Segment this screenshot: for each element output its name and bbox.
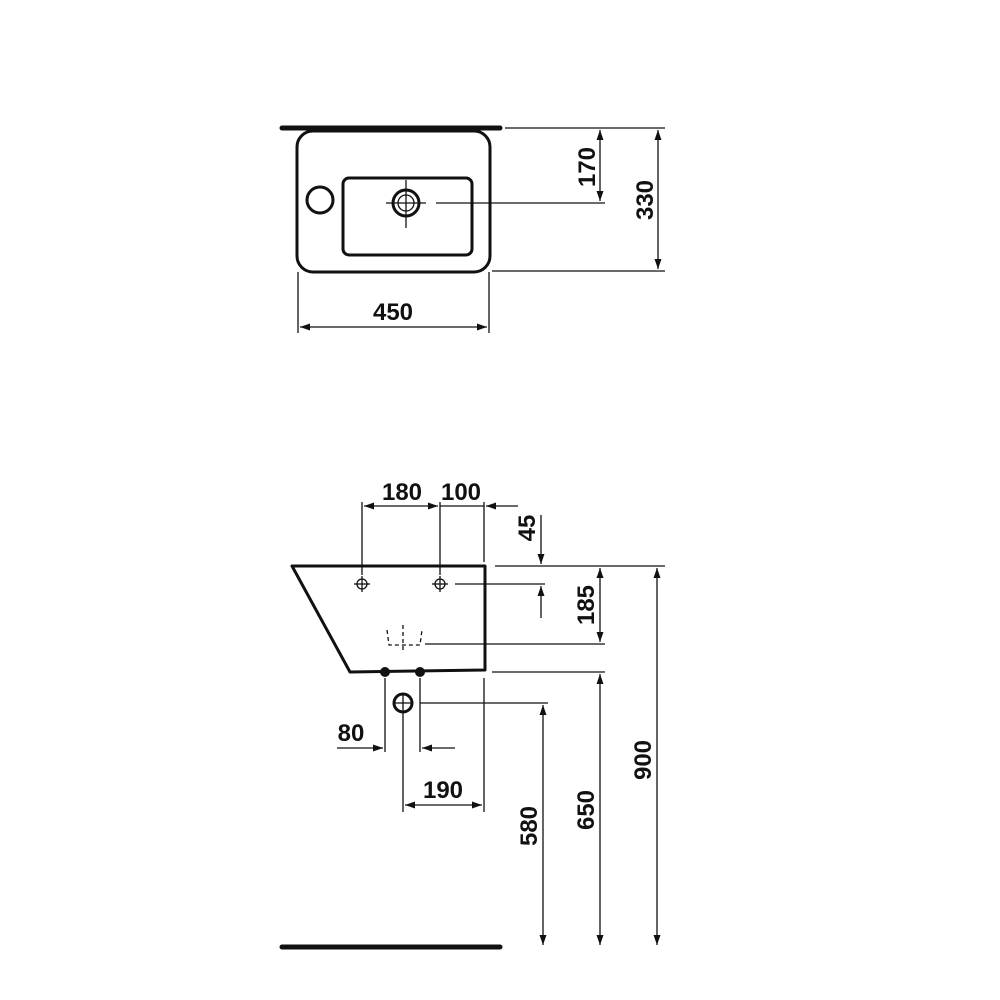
label-580: 580 <box>516 806 543 846</box>
label-450: 450 <box>373 299 413 326</box>
top-view: 170 330 450 <box>279 125 665 333</box>
label-650: 650 <box>573 790 600 830</box>
fixing-hole-right <box>432 576 448 592</box>
label-185: 185 <box>573 585 600 625</box>
side-view: 180 100 45 185 900 650 580 80 190 <box>279 479 665 950</box>
label-45: 45 <box>514 515 541 542</box>
basin-side-outline <box>290 564 487 674</box>
supply-left <box>380 667 390 677</box>
tap-hole <box>305 185 335 215</box>
bowl-outline <box>341 176 474 257</box>
supply-right <box>415 667 425 677</box>
label-80: 80 <box>338 720 365 747</box>
label-330: 330 <box>632 180 659 220</box>
label-180: 180 <box>382 479 422 506</box>
trap-outline <box>386 629 423 646</box>
label-900: 900 <box>630 740 657 780</box>
basin-outline <box>295 129 492 274</box>
label-190: 190 <box>423 777 463 804</box>
fixing-hole-left <box>354 576 370 592</box>
label-170: 170 <box>574 147 601 187</box>
label-100: 100 <box>441 479 481 506</box>
